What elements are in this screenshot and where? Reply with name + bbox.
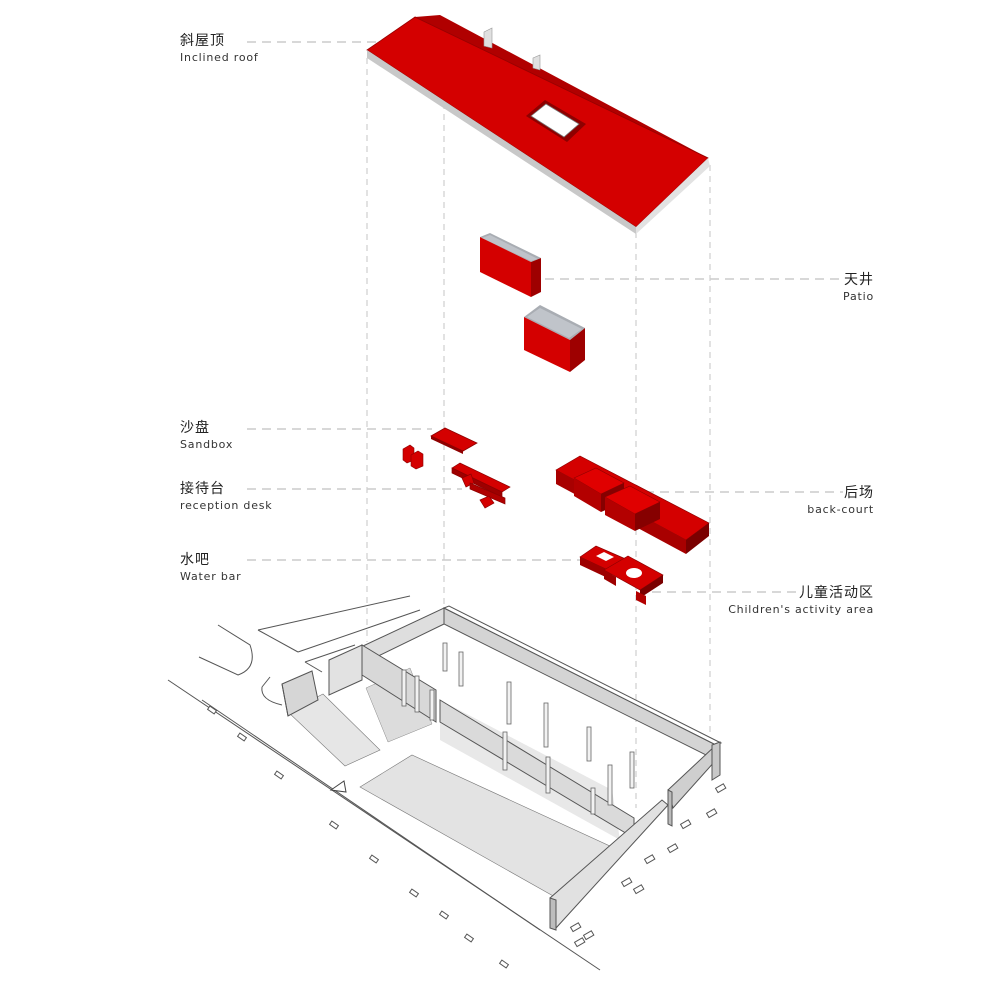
label-zh: 斜屋顶	[180, 33, 225, 49]
label-en: Inclined roof	[180, 51, 259, 65]
patio-box-2	[524, 305, 585, 372]
label-sandbox: 沙盘 Sandbox	[180, 420, 233, 452]
building-shell	[281, 605, 723, 931]
inclined-roof	[366, 15, 710, 234]
label-zh: 接待台	[180, 481, 225, 497]
curb-ticks	[206, 705, 510, 969]
label-en: back-court	[807, 503, 874, 517]
sandbox-block	[430, 427, 478, 454]
leader-lines	[247, 41, 843, 593]
parking-ticks	[569, 783, 727, 948]
label-en: reception desk	[180, 499, 273, 513]
label-en: Water bar	[180, 570, 242, 584]
label-en: Patio	[843, 290, 874, 304]
back-court	[555, 455, 710, 554]
label-inclined-roof: 斜屋顶 Inclined roof	[180, 33, 259, 65]
label-en: Sandbox	[180, 438, 234, 452]
label-en: Children's activity area	[728, 603, 874, 617]
children-activity-area	[603, 555, 664, 605]
columns	[401, 642, 635, 815]
label-patio: 天井 Patio	[843, 272, 874, 304]
label-zh: 沙盘	[180, 420, 210, 436]
label-zh: 天井	[844, 272, 874, 288]
stools	[402, 444, 424, 470]
label-zh: 水吧	[180, 552, 210, 568]
site-lines	[167, 595, 601, 971]
label-water-bar: 水吧 Water bar	[180, 552, 241, 584]
label-zh: 后场	[844, 485, 874, 501]
label-reception-desk: 接待台 reception desk	[180, 481, 272, 513]
label-zh: 儿童活动区	[799, 585, 874, 601]
label-back-court: 后场 back-court	[807, 485, 874, 517]
label-childrens-activity-area: 儿童活动区 Children's activity area	[728, 585, 874, 617]
entrance-arrow	[329, 780, 347, 793]
reception-desk	[451, 462, 511, 509]
patio-box-1	[480, 233, 541, 297]
